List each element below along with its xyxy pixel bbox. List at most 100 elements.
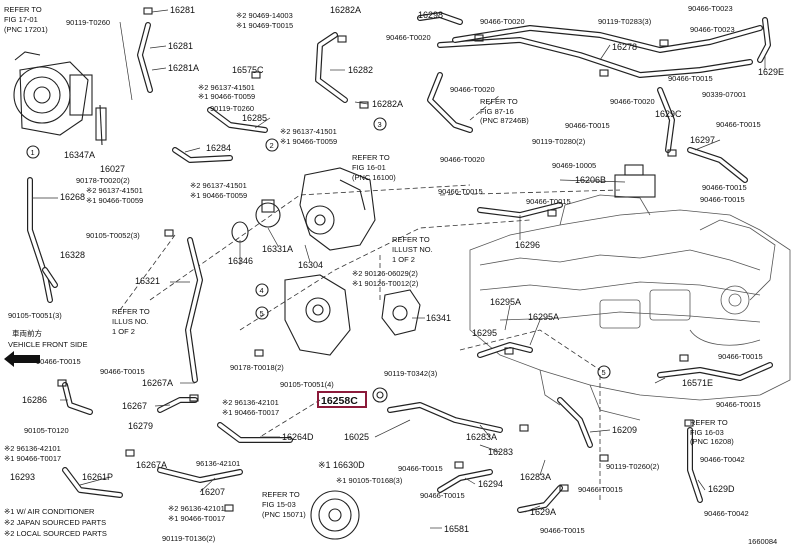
label-part: 96136-42101 (196, 459, 240, 468)
label-part: 90178-T0020(2) (76, 176, 130, 185)
bracket-16206b (614, 164, 656, 198)
label-part: 90466-T0015 (702, 183, 747, 192)
label-part: 1629D (708, 484, 735, 494)
hoses (27, 12, 773, 513)
label-part: ※2 96136-42101 (222, 398, 279, 407)
label-part: 16281A (168, 63, 199, 73)
callout-number: 4 (260, 286, 264, 295)
label-part: 90466-T0020 (386, 33, 431, 42)
callout-number: 3 (378, 120, 382, 129)
label-part: REFER TO (262, 490, 300, 499)
label-vehicle-front-jp: 車両前方 (12, 328, 42, 338)
label-part: 16321 (135, 276, 160, 286)
label-part: 90469-10005 (552, 161, 596, 170)
label-part: 1 OF 2 (392, 255, 415, 264)
label-part: 90119-T0136(2) (162, 534, 216, 543)
label-part: 90178-T0018(2) (230, 363, 284, 372)
label-part: 90466-T0015 (36, 357, 81, 366)
callout-circle-3 (373, 117, 387, 131)
callout-circle-5 (255, 306, 269, 320)
label-part: 16286 (22, 395, 47, 405)
label-refer-17-01: FIG 17-01 (4, 15, 38, 24)
label-part: 90466-T0015 (668, 74, 713, 83)
label-part: ※2 90126-06029(2) (352, 269, 418, 278)
label-part: ※2 96137-41501 (190, 181, 247, 190)
label-part: 90466-T0015 (438, 187, 483, 196)
label-refer-17-01: REFER TO (4, 5, 42, 14)
water-pump-housing (299, 167, 376, 251)
label-part: ※1 90105-T0168(3) (336, 476, 403, 485)
label-part: (PNC 15071) (262, 510, 306, 519)
label-part: 16279 (128, 421, 153, 431)
label-part: 90339-07001 (702, 90, 746, 99)
label-part: 16261P (82, 472, 113, 482)
label-part: 16268 (60, 192, 85, 202)
label-part: (PNC 87246B) (480, 116, 529, 125)
label-part: 90466-T0015 (526, 197, 571, 206)
part-labels: REFER TO FIG 17-01 (PNC 17201) 90119-T02… (4, 4, 784, 543)
callout-number: 5 (602, 368, 606, 377)
label-part: 90119-T0260 (66, 18, 110, 27)
label-part: 90119-T0342(3) (384, 369, 438, 378)
label-part: (PNC 16208) (690, 437, 734, 446)
label-part: ※1 90466-T0017 (168, 514, 225, 523)
callout-number: 2 (270, 141, 274, 150)
label-part: ※2 96137-41501 (280, 127, 337, 136)
label-part: REFER TO (112, 307, 150, 316)
label-part: 16295 (472, 328, 497, 338)
label-part: 90105-T0051(4) (280, 380, 334, 389)
label-part: 16294 (478, 479, 503, 489)
label-part: 16298 (418, 10, 443, 20)
label-part: 16207 (200, 487, 225, 497)
label-part: ※1 90469-T0015 (236, 21, 293, 30)
gasket-16258c (372, 387, 388, 403)
label-part: 16293 (10, 472, 35, 482)
label-part: 16209 (612, 425, 637, 435)
callout-circle-5b (597, 365, 611, 379)
label-part: ※2 96136-42101 (4, 444, 61, 453)
label-part: 16283A (520, 472, 551, 482)
label-part: 16296 (515, 240, 540, 250)
callout-number: 5 (260, 309, 264, 318)
legend-item-1: ※1 W/ AIR CONDITIONER (4, 507, 95, 516)
label-part: 16304 (298, 260, 323, 270)
label-part: FIG 16-03 (690, 428, 724, 437)
legend: ※1 W/ AIR CONDITIONER ※2 JAPAN SOURCED P… (4, 507, 107, 538)
label-part: ※2 96137-41501 (198, 83, 255, 92)
label-part: ※1 90466-T0059 (198, 92, 255, 101)
label-part: REFER TO (392, 235, 430, 244)
label-part: 90466-T0020 (480, 17, 525, 26)
label-part: 90466-T0020 (440, 155, 485, 164)
label-part: 16282 (348, 65, 373, 75)
label-part: 16284 (206, 143, 231, 153)
callout-circle-1 (26, 145, 40, 159)
label-part: 90466-T0015 (100, 367, 145, 376)
label-part: 16281 (170, 5, 195, 15)
label-part: 16346 (228, 256, 253, 266)
engine-block-outline (469, 194, 791, 421)
label-part: ※1 90466-T0059 (86, 196, 143, 205)
label-part: 16347A (64, 150, 95, 160)
label-part: 90466-T0020 (610, 97, 655, 106)
label-part: ILLUS NO. (112, 317, 148, 326)
label-part: 16581 (444, 524, 469, 534)
label-part: 16267A (142, 378, 173, 388)
clamp-symbols (57, 7, 694, 512)
label-part: REFER TO (690, 418, 728, 427)
label-part: 90466-T0015 (540, 526, 585, 535)
label-part: 16267 (122, 401, 147, 411)
callout-circles: 1 2 3 4 5 5 (26, 117, 611, 379)
label-part: 16575C (232, 65, 264, 75)
label-part: FIG 15-03 (262, 500, 296, 509)
leader-lines (32, 9, 766, 529)
thermostat-part (231, 199, 281, 243)
water-outlet-16304 (284, 274, 351, 356)
label-part: 90119-T0260(2) (606, 462, 660, 471)
label-part: 90466-T0015 (718, 352, 763, 361)
label-part: 90119-T0283(3) (598, 17, 652, 26)
dashed-reference-lines (119, 94, 621, 500)
label-part: 90119-T0260 (210, 104, 254, 113)
label-part: 90466-T0015 (700, 195, 745, 204)
